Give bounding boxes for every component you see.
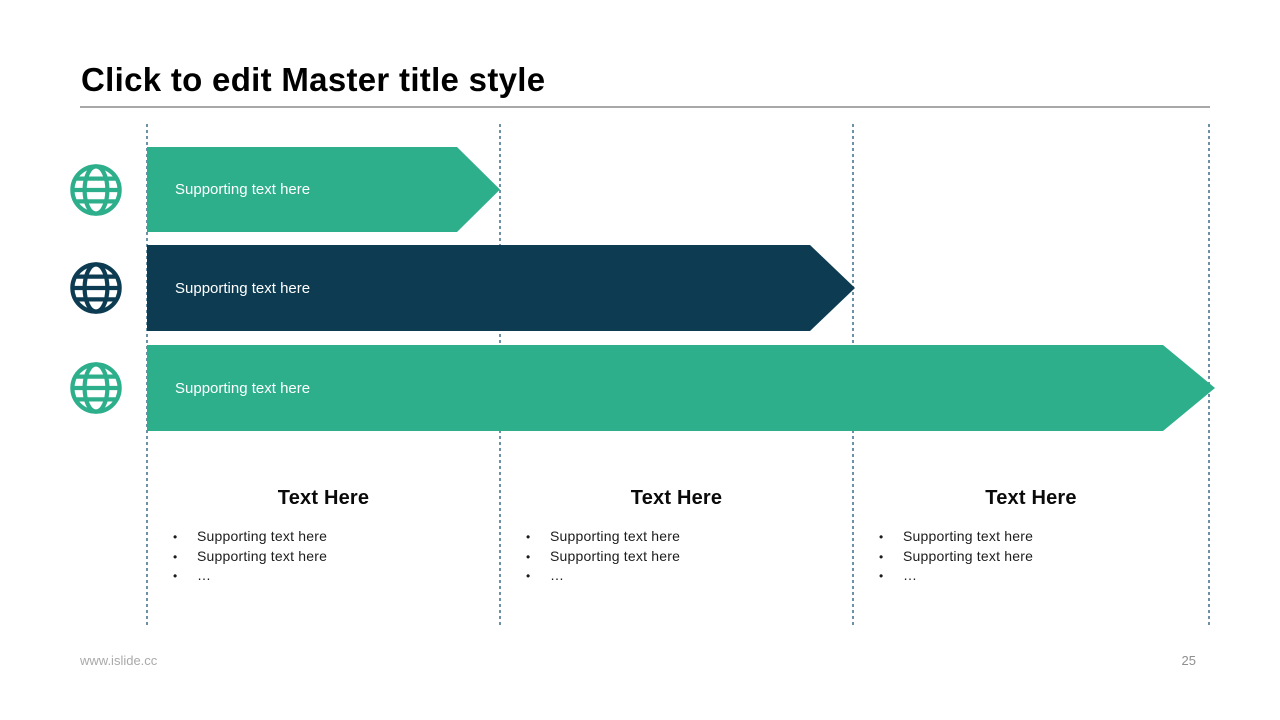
list-item: • Supporting text here [853,547,1209,567]
list-item: • Supporting text here [500,547,853,567]
list-item: • Supporting text here [147,547,500,567]
arrow-shape: Supporting text here [147,147,500,232]
globe-icon [69,261,123,315]
bullet-marker: • [526,569,531,583]
arrow-label: Supporting text here [175,379,311,397]
bullet-marker: • [173,569,178,583]
bullet-list: • Supporting text here • Supporting text… [853,527,1209,586]
arrow-label: Supporting text here [175,181,311,198]
column-heading: Text Here [277,487,370,509]
arrow-shape: Supporting text here [147,345,1215,431]
list-item: • … [500,566,853,586]
bullet-list: • Supporting text here • Supporting text… [500,527,853,586]
list-item: • … [853,566,1209,586]
text-column: Text Here • Supporting text here • Suppo… [147,487,500,586]
column-heading: Text Here [985,487,1077,509]
bullet-marker: • [526,549,531,564]
globe-icon [69,163,123,217]
list-item-text: Supporting text here [550,547,681,564]
page-number: 25 [1181,653,1196,668]
list-item: • Supporting text here [853,527,1209,547]
column-guide-line [1208,124,1210,628]
list-item-text: Supporting text here [197,528,328,544]
bullet-marker: • [879,569,884,583]
list-item-text: Supporting text here [903,547,1034,564]
list-item-text: Supporting text here [903,528,1034,544]
column-heading: Text Here [630,487,723,509]
list-item: • Supporting text here [147,527,500,547]
bullet-marker: • [526,530,531,544]
bullet-marker: • [173,549,178,564]
list-item-text: Supporting text here [197,547,328,564]
slide-title: Click to edit Master title style [81,61,546,98]
bullet-marker: • [879,549,884,564]
list-item-text: Supporting text here [550,528,681,544]
bullet-marker: • [879,530,884,544]
arrow-shape: Supporting text here [147,245,855,331]
list-item: • Supporting text here [500,527,853,547]
arrow-label: Supporting text here [175,279,311,297]
title-divider-line [80,106,1210,108]
text-column: Text Here • Supporting text here • Suppo… [853,487,1209,586]
list-item-text: … [197,567,212,583]
bullet-marker: • [173,530,178,544]
text-column: Text Here • Supporting text here • Suppo… [500,487,853,586]
bullet-list: • Supporting text here • Supporting text… [147,527,500,586]
list-item-text: … [550,567,565,583]
list-item: • … [147,566,500,586]
footer-url: www.islide.cc [80,653,158,668]
list-item-text: … [903,567,918,583]
globe-icon [69,361,123,415]
